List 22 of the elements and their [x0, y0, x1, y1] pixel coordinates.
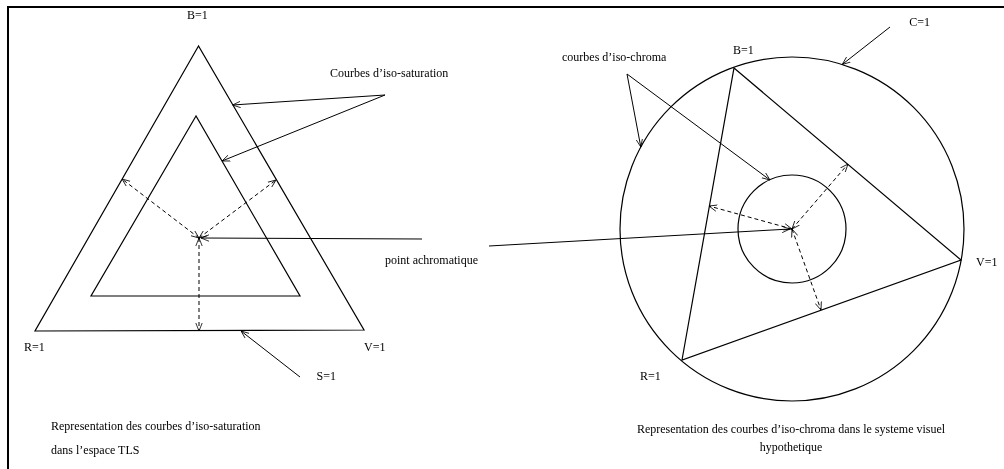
vertex-label: B=1 — [733, 43, 754, 57]
caption: Representation des courbes d’iso-chroma dans le systeme visuel hypothetique — [635, 421, 947, 456]
leader-arrow — [626, 73, 771, 181]
vertex-label: R=1 — [640, 369, 661, 383]
annotation-text: courbes d’iso-chroma — [562, 50, 667, 64]
dashed-arrow — [198, 179, 277, 239]
annotation-text: point achromatique — [385, 253, 478, 267]
caption: Representation des courbes d’iso-saturation dans l’espace TLS — [51, 418, 262, 459]
leader-arrow — [240, 330, 301, 378]
vertex-label: V=1 — [364, 340, 386, 354]
vertex-label: V=1 — [976, 255, 998, 269]
leader-arrow — [221, 94, 386, 162]
annotation-text: Courbes d’iso-saturation — [330, 66, 449, 80]
annotation-text: C=1 — [909, 15, 930, 29]
annotation-text: S=1 — [316, 369, 336, 383]
dashed-arrow — [791, 228, 822, 311]
dashed-arrow — [121, 178, 200, 239]
leader-arrow — [841, 26, 891, 65]
dashed-arrow — [708, 204, 793, 231]
vertex-label: B=1 — [187, 8, 208, 22]
leader-arrow — [626, 73, 643, 148]
vertex-label: R=1 — [24, 340, 45, 354]
